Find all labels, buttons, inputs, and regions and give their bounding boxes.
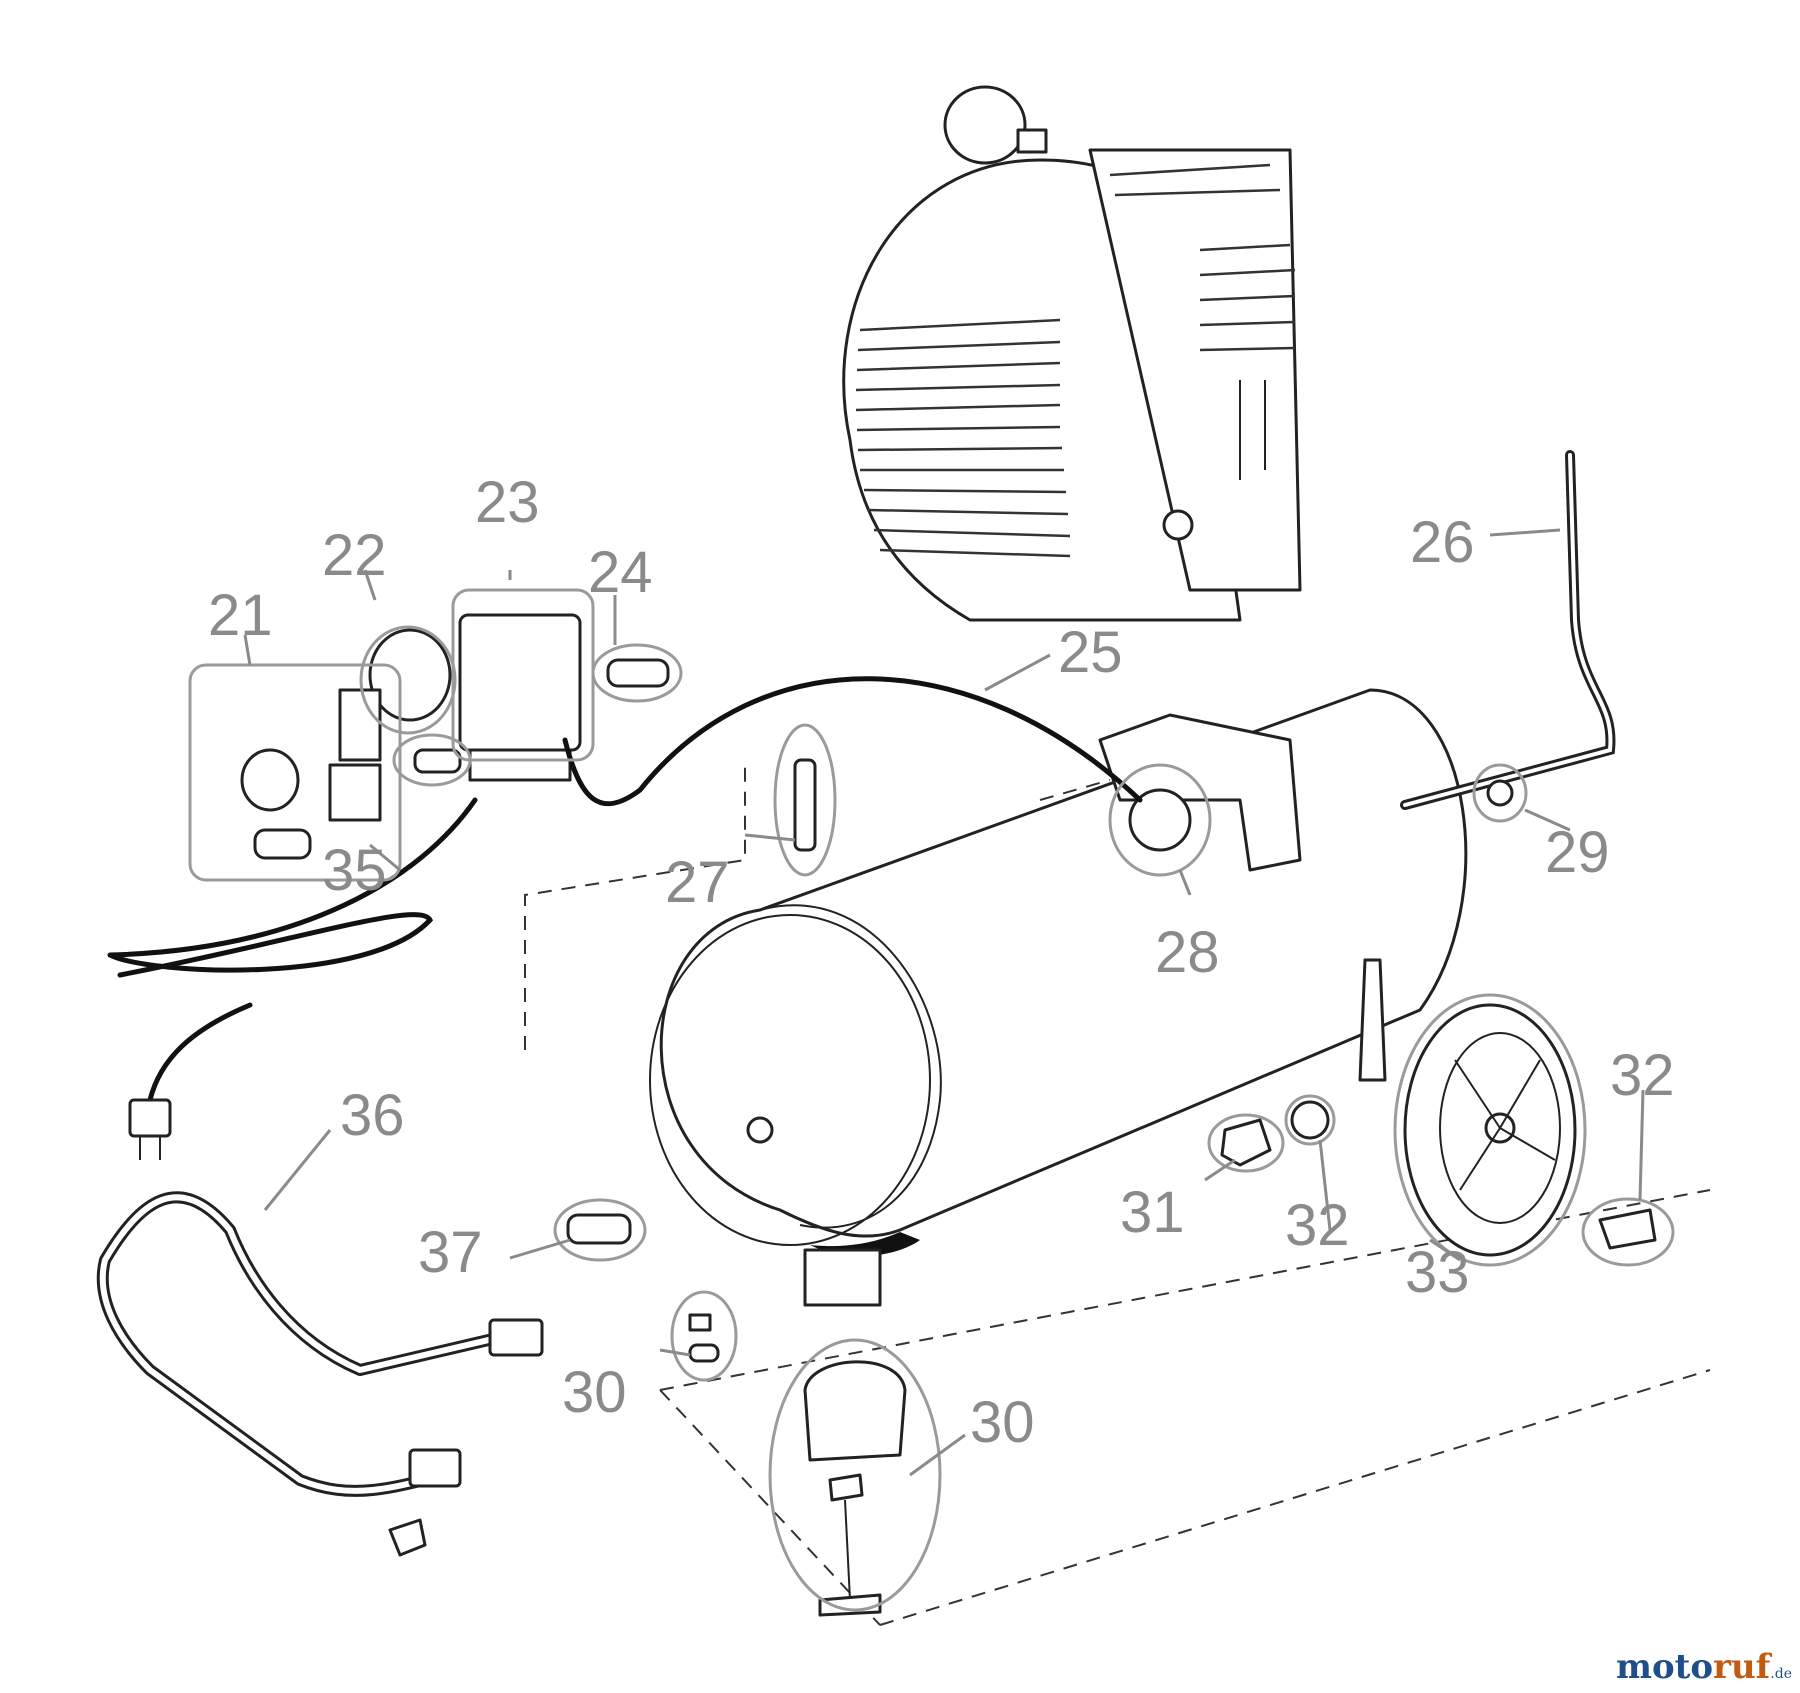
watermark-part-1: moto (1615, 1647, 1714, 1687)
callout-labels: 21 22 23 24 25 26 27 28 29 30 30 31 32 3… (208, 470, 1675, 1455)
watermark-logo: motoruf.de (1616, 1647, 1792, 1687)
callout-25: 25 (1058, 620, 1123, 685)
wheel-33 (1403, 1003, 1577, 1257)
motor-bracket (1098, 713, 1302, 872)
callout-24: 24 (588, 540, 653, 605)
callout-33: 33 (1405, 1240, 1470, 1305)
callout-37: 37 (418, 1220, 483, 1285)
callout-35: 35 (322, 838, 387, 903)
pressure-switch-assembly (240, 613, 670, 1245)
cooling-fins (855, 163, 1296, 558)
compressor-pump (842, 85, 1302, 622)
handle-26 (1400, 450, 1616, 810)
small-parts (688, 758, 1657, 1617)
callout-31: 31 (1120, 1180, 1185, 1245)
callout-36: 36 (340, 1083, 405, 1148)
callout-22: 22 (322, 523, 387, 588)
callout-26: 26 (1410, 510, 1475, 575)
callout-27: 27 (665, 850, 730, 915)
leader-lines (243, 528, 1645, 1477)
callout-28: 28 (1155, 920, 1220, 985)
callout-rings (188, 588, 1675, 1612)
watermark-part-2: ruf (1713, 1647, 1771, 1687)
callout-21: 21 (208, 583, 273, 648)
watermark-part-3: .de (1770, 1666, 1792, 1682)
callout-32-washer: 32 (1285, 1193, 1350, 1258)
callout-32-bolt: 32 (1610, 1043, 1675, 1108)
callout-30-foot: 30 (970, 1390, 1035, 1455)
callout-29: 29 (1545, 820, 1610, 885)
power-cord (107, 676, 1143, 1160)
handle-36 (96, 1191, 544, 1557)
callout-23: 23 (475, 470, 540, 535)
callout-30-small: 30 (562, 1360, 627, 1425)
